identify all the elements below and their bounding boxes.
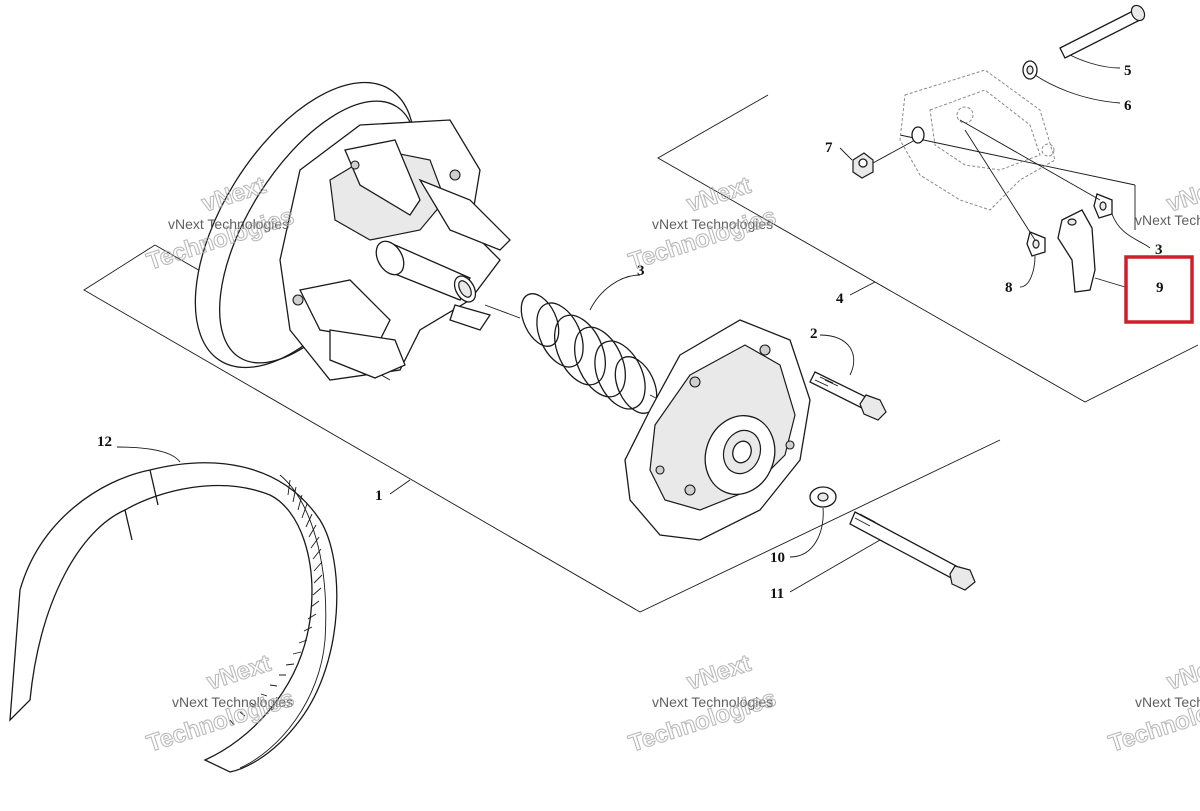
watermark-top-right: vNext vNext Technologies [1135,171,1200,228]
svg-text:vNext: vNext [204,650,275,696]
washer-part-10 [809,486,837,508]
leader-lines [116,54,1151,593]
washer-part-6 [1022,60,1038,80]
callout-1: 1 [375,488,383,504]
callout-labels: 12 1 2 3 4 5 6 7 8 9 10 11 3 [97,63,1164,602]
callout-2: 2 [810,326,818,342]
svg-text:vNext Technologies: vNext Technologies [652,694,773,710]
bolt-part-11 [849,511,976,591]
bolt-part-2 [809,371,887,421]
callout-11: 11 [770,586,784,602]
watermark-bottom-right: vNext vNext Technologies Technologies [1105,649,1200,758]
highlight-box-callout-9 [1124,255,1194,324]
callout-4: 4 [836,291,844,307]
callout-6: 6 [1124,98,1132,114]
svg-text:vNext Technologies: vNext Technologies [652,216,773,232]
watermark-top-center: vNext vNext Technologies Technologies [625,171,780,276]
primary-clutch-part-1 [194,81,511,381]
svg-text:vNext: vNext [1164,172,1200,218]
svg-text:vNext: vNext [684,650,755,696]
cover-plate-part [624,319,811,541]
callout-3-secondary: 3 [1155,242,1163,258]
nut-part-7 [852,126,925,179]
svg-text:vNext: vNext [1164,650,1200,696]
svg-text:vNext Technologies: vNext Technologies [172,694,293,710]
callout-3: 3 [637,263,645,279]
watermark-bottom-center: vNext vNext Technologies Technologies [625,649,780,758]
callout-5: 5 [1124,63,1132,79]
callout-8: 8 [1005,280,1013,296]
svg-text:vNext Technologies: vNext Technologies [1135,212,1200,228]
bushing-part-8 [959,119,1113,257]
cam-weight-part-9 [1057,209,1096,293]
drive-belt-part-12 [9,462,338,773]
callout-7: 7 [825,140,833,156]
callout-12: 12 [97,434,112,450]
callout-9: 9 [1156,280,1164,296]
assembly-4-boundary [657,94,1199,403]
callout-10: 10 [770,550,785,566]
pin-part-5 [1059,4,1146,59]
spring-part-3 [484,293,671,414]
belt-teeth [229,479,323,726]
svg-text:vNext Technologies: vNext Technologies [168,216,289,232]
svg-text:vNext Technologies: vNext Technologies [1135,694,1200,710]
